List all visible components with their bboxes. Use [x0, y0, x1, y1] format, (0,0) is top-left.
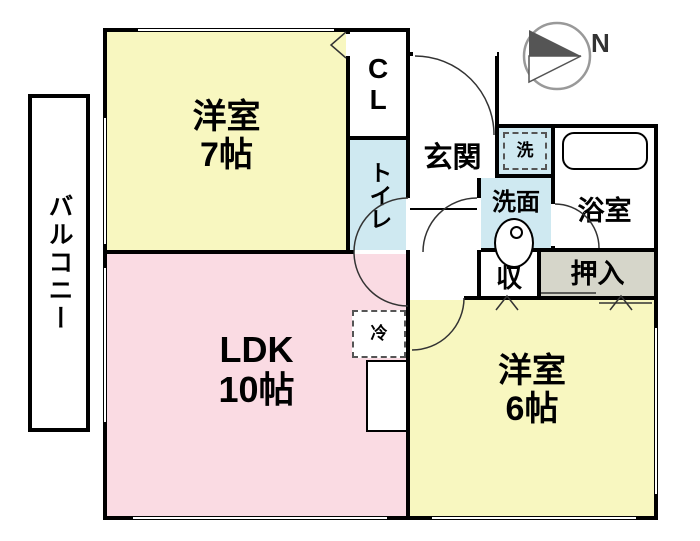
- bedroom6-name: 洋室: [498, 351, 566, 390]
- washing-machine-icon: 洗: [503, 132, 547, 170]
- window-bedroom6-right: [654, 328, 658, 494]
- room-closet-cl: CL: [346, 28, 410, 140]
- washing-machine-area: 洗: [495, 124, 555, 178]
- closet-cl-label: CL: [362, 53, 394, 115]
- window-bedroom7-top: [138, 28, 334, 32]
- oshiire-label: 押入: [570, 258, 625, 289]
- bedroom7-name: 洋室: [192, 97, 261, 136]
- ldk-door-opening: [354, 250, 406, 254]
- kitchen-counter-icon: [366, 360, 408, 432]
- room-bedroom-7: 洋室 7帖: [103, 28, 350, 254]
- room-bedroom-6: 洋室 6帖: [406, 296, 658, 520]
- window-ldk-bottom: [133, 516, 387, 520]
- entrance-step-line: [410, 208, 477, 210]
- window-ldk-balcony: [103, 268, 107, 422]
- washroom-door-opening: [477, 198, 481, 250]
- room-oshiire-closet: 押入: [537, 248, 658, 300]
- compass-icon: N: [522, 21, 610, 91]
- window-bedroom7-balcony: [103, 118, 107, 244]
- ldk-name: LDK: [219, 328, 294, 370]
- bedroom6-door-opening: [410, 296, 464, 300]
- toilet-label: トイレ: [365, 160, 392, 230]
- balcony-label: バルコニー: [45, 193, 73, 333]
- north-label: N: [591, 28, 610, 58]
- entry-door-opening: [413, 52, 497, 56]
- washroom-label: 洗面: [492, 189, 540, 216]
- storage-label: 収: [495, 262, 522, 293]
- faucet-icon: [510, 226, 523, 239]
- refrigerator-icon: 冷: [352, 310, 406, 358]
- bathtub-icon: [562, 132, 648, 170]
- washroom-door-arc-icon: [422, 197, 478, 253]
- sink-icon: [494, 218, 534, 268]
- bathroom-label: 浴室: [577, 195, 632, 226]
- bedroom7-size: 7帖: [200, 136, 253, 174]
- closet-door-opening: [346, 34, 350, 56]
- ldk-label: LDK 10帖: [218, 328, 295, 411]
- bathroom-door-opening: [551, 204, 555, 246]
- room-entrance: 玄関: [406, 52, 499, 178]
- bedroom6-size: 6帖: [505, 390, 559, 428]
- room-balcony: バルコニー: [28, 94, 90, 432]
- room-ldk: LDK 10帖: [103, 250, 410, 520]
- bedroom6-label: 洋室 6帖: [498, 352, 566, 428]
- entrance-label: 玄関: [423, 141, 482, 174]
- washer-label: 洗: [516, 141, 534, 161]
- toilet-door-opening: [406, 198, 410, 250]
- window-bedroom6-bottom: [432, 516, 636, 520]
- fridge-label: 冷: [370, 324, 388, 344]
- ldk-size: 10帖: [218, 369, 295, 410]
- room-toilet: トイレ: [346, 136, 410, 254]
- bedroom7-label: 洋室 7帖: [193, 98, 261, 174]
